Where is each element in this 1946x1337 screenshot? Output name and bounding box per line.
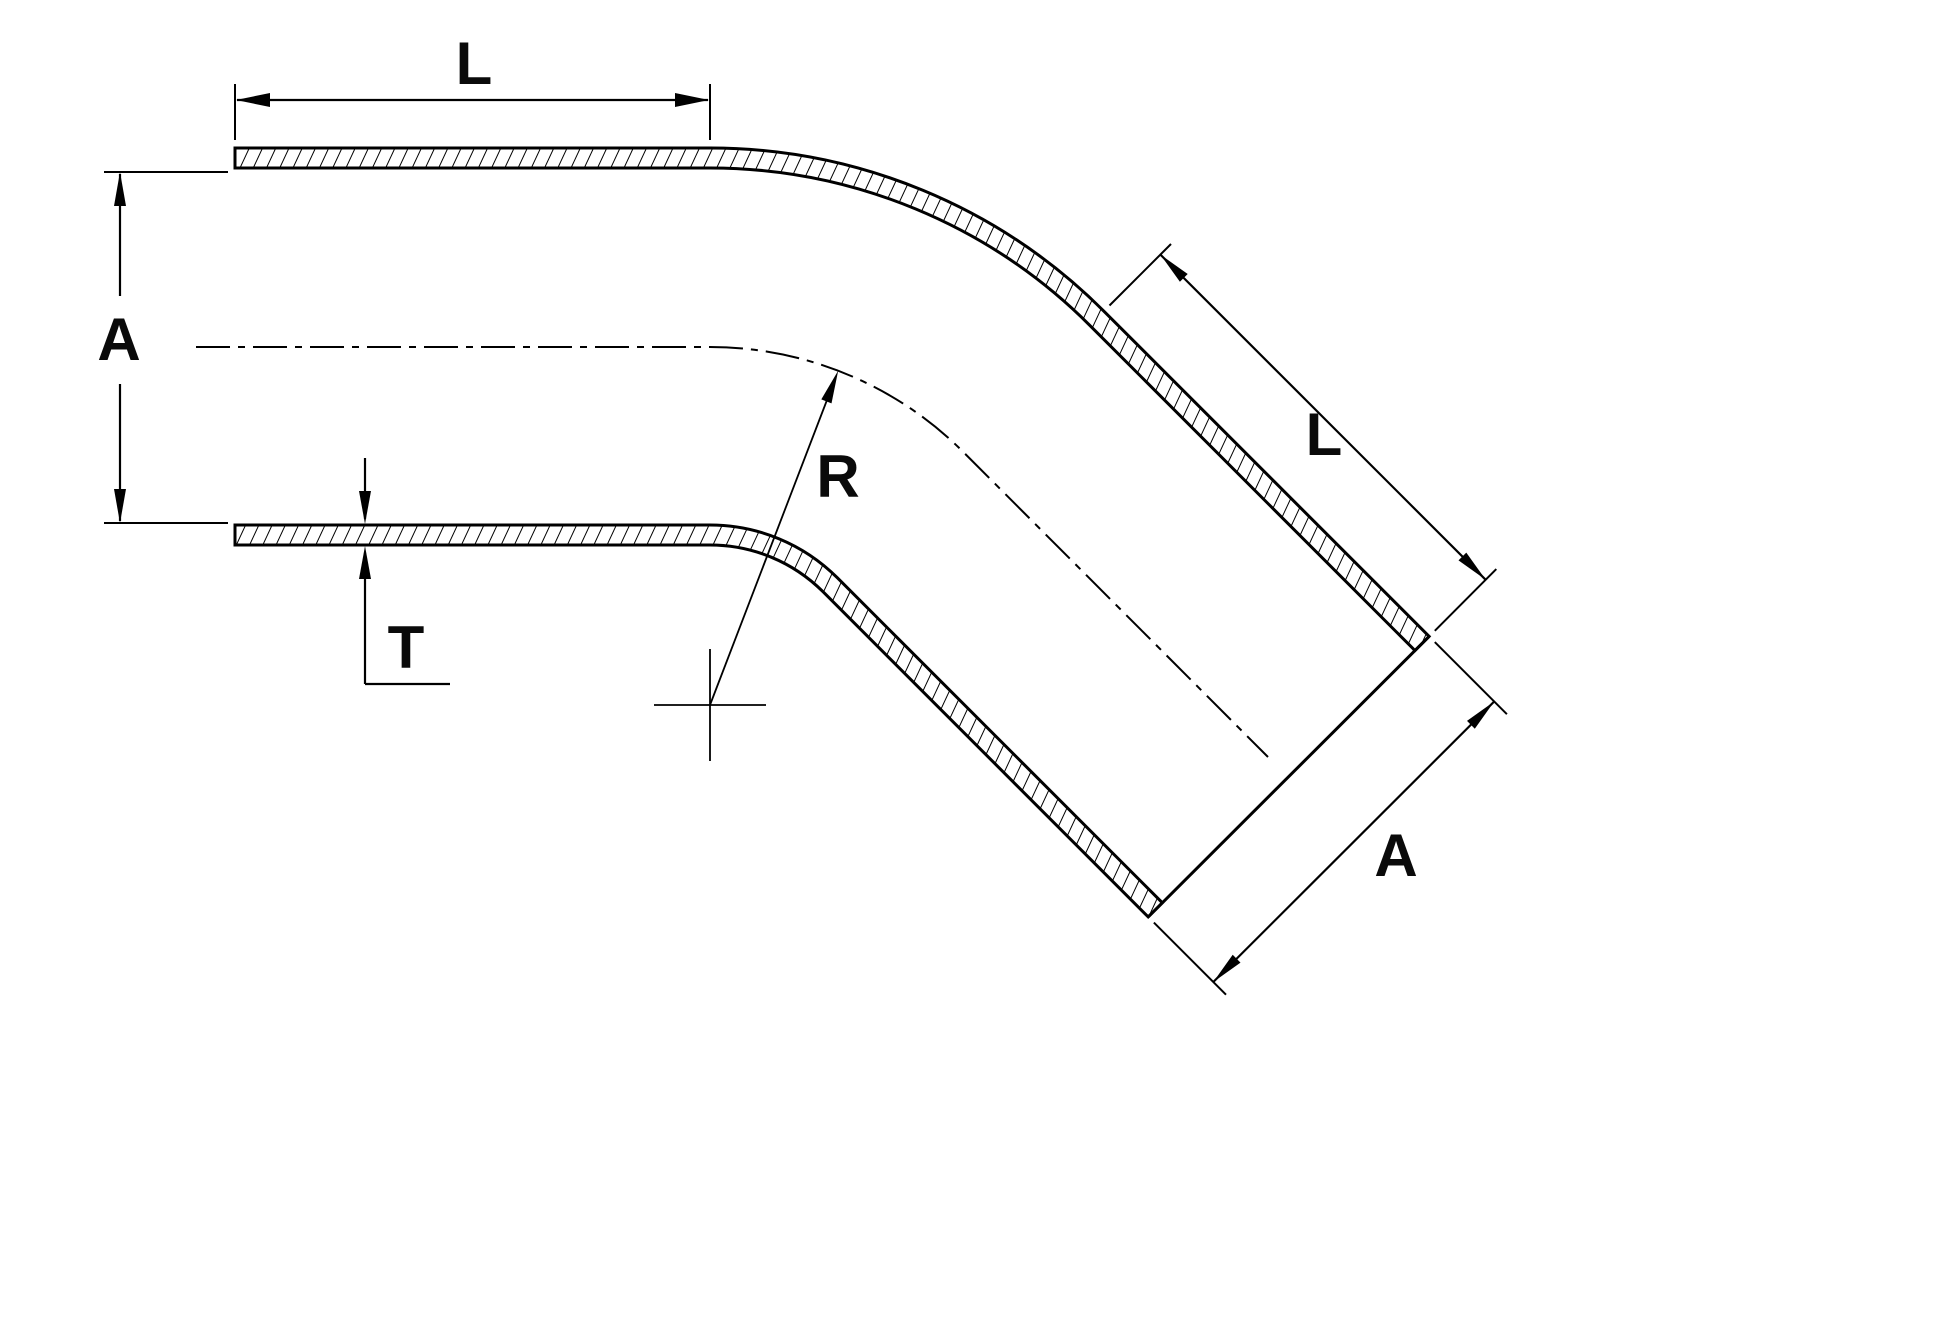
- hose-centerline: [196, 346, 1269, 758]
- hose-body: [233, 146, 1432, 920]
- dimension-A-left: A: [97, 171, 228, 524]
- extension-line: [1434, 641, 1508, 715]
- dimension-R: R: [654, 370, 860, 761]
- arrowhead-left: [236, 93, 270, 107]
- centerline: [196, 346, 1269, 758]
- dimension-line: [1212, 700, 1495, 983]
- dim-label-L-top: L: [456, 30, 493, 97]
- arrowhead-right: [675, 93, 709, 107]
- dimension-A-angled: A: [1153, 641, 1508, 996]
- dimension-L-angled: L: [1108, 243, 1498, 632]
- arrowhead-up: [114, 172, 126, 206]
- arrowhead-lower: [1458, 552, 1486, 580]
- dimension-L-top: L: [234, 30, 711, 140]
- arrowhead-radius: [821, 370, 839, 404]
- dimension-T: T: [359, 458, 450, 686]
- dimension-line: [1159, 253, 1487, 581]
- arrowhead-lower: [1213, 954, 1241, 982]
- dim-label-T: T: [388, 614, 425, 681]
- dim-label-R: R: [816, 443, 859, 510]
- dim-label-L-angled: L: [1306, 401, 1343, 468]
- dim-label-A-left: A: [97, 306, 140, 373]
- arrowhead-upper: [1160, 254, 1188, 282]
- arrowhead-down: [359, 491, 371, 524]
- dim-label-A-angled: A: [1374, 822, 1417, 889]
- hose-end-face: [1147, 635, 1431, 918]
- arrowhead-up: [359, 546, 371, 579]
- arrowhead-down: [114, 489, 126, 523]
- radius-leader-line: [709, 399, 828, 706]
- arrowhead-upper: [1467, 701, 1495, 729]
